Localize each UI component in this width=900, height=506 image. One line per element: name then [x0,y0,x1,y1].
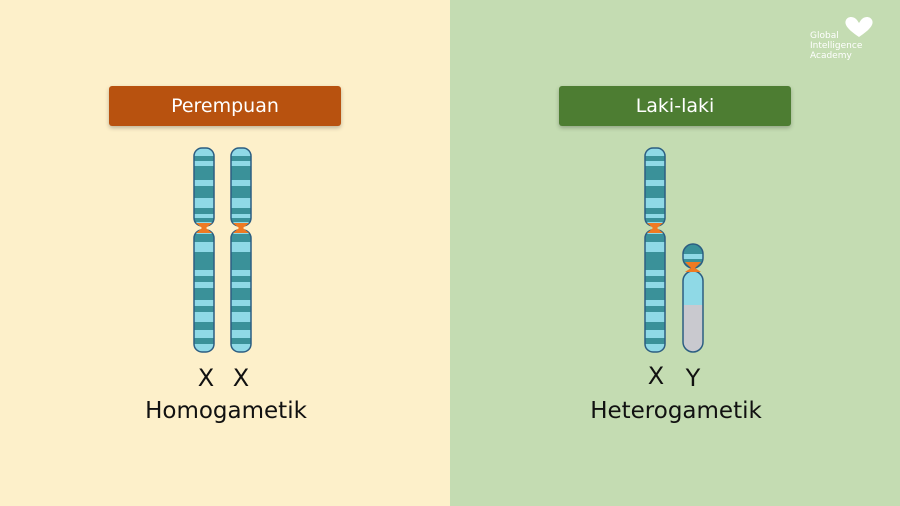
male-chromosome-label-x: X [647,362,665,390]
male-chromosome-label-y: Y [685,364,701,392]
female-chromosome-label-1: X [197,364,215,392]
heart-icon [845,17,873,37]
y-chromosome-male [682,243,704,353]
x-chromosome-female-1 [193,147,215,353]
male-label: Laki-laki [559,86,791,126]
logo-line-1: Global [810,31,839,41]
female-chromosome-label-2: X [232,364,250,392]
male-panel [450,0,900,506]
x-chromosome-female-2 [230,147,252,353]
logo-line-2: Intelligence [810,41,863,51]
female-panel [0,0,450,506]
logo: Global Intelligence Academy [810,31,862,61]
heterogametic-caption: Heterogametik [590,398,762,424]
x-chromosome-male [644,147,666,353]
logo-line-3: Academy [810,51,852,61]
homogametic-caption: Homogametik [145,398,307,424]
female-label: Perempuan [109,86,341,126]
